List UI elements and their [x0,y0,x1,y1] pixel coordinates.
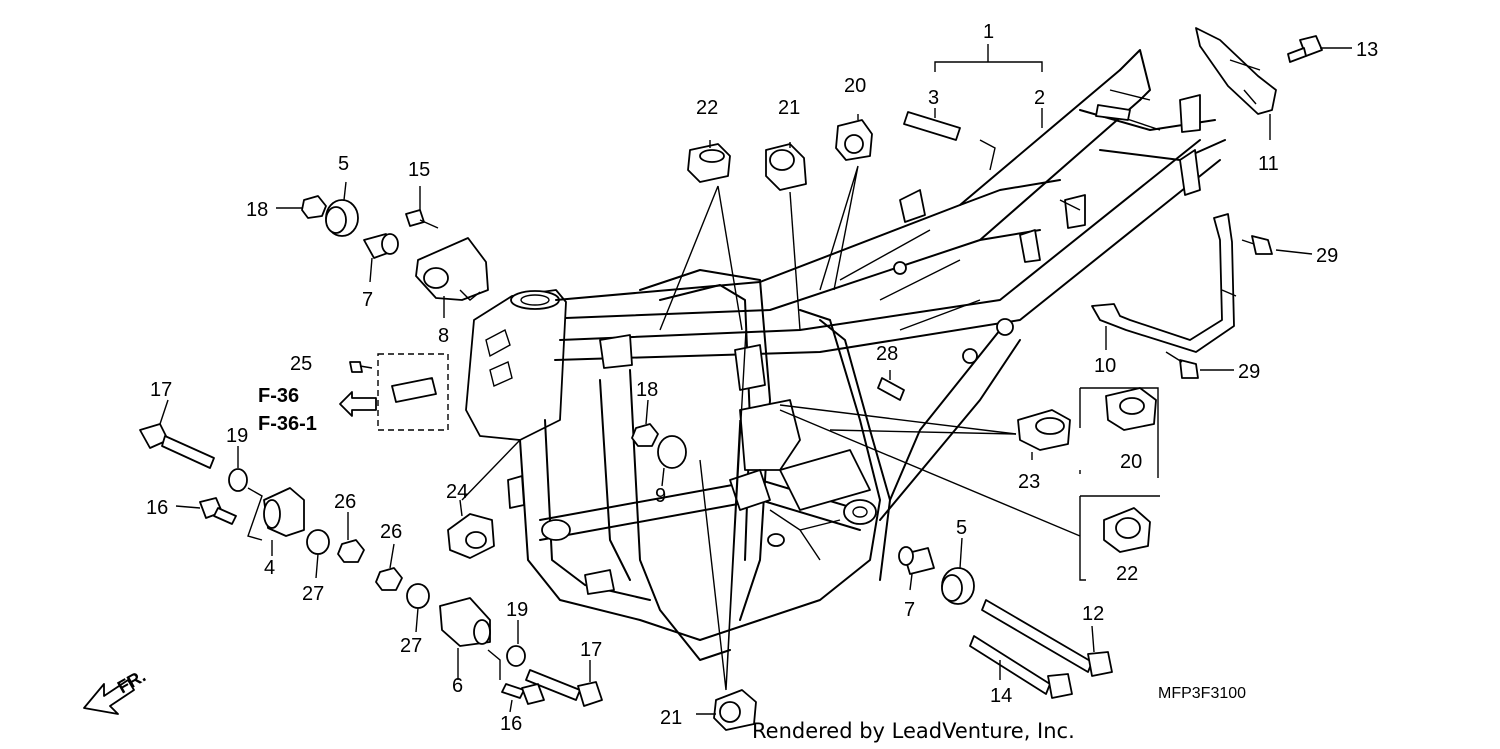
part-stay-10 [1091,213,1237,353]
part-clamp-22-top [687,143,731,183]
callout-5-right: 5 [956,517,967,539]
callout-6: 6 [452,675,463,697]
callout-2: 2 [1034,87,1045,109]
render-credit: Rendered by LeadVenture, Inc. [752,719,1075,743]
part-washer-19-left [228,468,248,492]
callout-20-right: 20 [1120,451,1142,473]
callout-5-left: 5 [338,153,349,175]
callout-21-top: 21 [778,97,800,119]
part-bolt-16-lower [501,683,545,705]
callout-1: 1 [983,21,994,43]
part-collar-7-right [898,546,935,575]
part-clamp-22-right [1103,507,1151,553]
callout-25: 25 [290,353,312,375]
callout-28: 28 [876,343,898,365]
frame-body [465,49,1226,661]
callout-27-lower: 27 [400,635,422,657]
callout-17-lower: 17 [580,639,602,661]
part-bracket-11 [1195,27,1277,115]
ref-page-f36[interactable]: F-36 [258,385,299,407]
callout-24: 24 [446,481,468,503]
part-bolt-17-left [139,423,215,469]
callout-18-center: 18 [636,379,658,401]
part-bracket-6 [439,597,501,680]
callout-13: 13 [1356,39,1378,61]
callout-27-left: 27 [302,583,324,605]
part-pin-28 [877,377,905,401]
part-bolt-15 [405,209,439,229]
callout-23: 23 [1018,471,1040,493]
callout-15: 15 [408,159,430,181]
callout-labels: 1 2 3 4 5 5 6 7 7 8 9 10 11 12 13 14 15 … [146,21,1378,735]
part-bolt-13 [1287,35,1323,63]
part-bolt-17-lower [525,669,603,707]
part-clamp-23 [1017,409,1071,451]
leader-lines [159,44,1352,715]
part-nut-27-left [306,529,330,555]
part-rubber-5-left [325,199,359,237]
callout-22-right: 22 [1116,563,1138,585]
callout-11: 11 [1258,153,1279,175]
callout-17-left: 17 [150,379,172,401]
part-plate-inset [339,353,449,431]
callout-29-bottom: 29 [1238,361,1260,383]
part-bolt-29-top [1241,235,1273,255]
callout-16-lower: 16 [500,713,522,735]
part-washer-19-lower [506,645,526,667]
callout-3: 3 [928,87,939,109]
callout-20-top: 20 [844,75,866,97]
part-clamp-20-right [1105,387,1157,431]
callout-29-top: 29 [1316,245,1338,267]
callout-21-bottom: 21 [660,707,682,729]
part-rubber-9 [657,435,687,469]
part-nut-18-center [631,423,659,447]
part-bracket-8 [415,237,489,301]
callout-14: 14 [990,685,1012,707]
part-bolt-12 [981,599,1113,677]
callout-22-top: 22 [696,97,718,119]
ref-page-f36-1[interactable]: F-36-1 [258,413,317,435]
callout-26-left: 26 [334,491,356,513]
part-nut-27-lower [406,583,430,609]
part-nut-26-left [337,539,365,563]
callout-7-right: 7 [904,599,915,621]
part-clamp-21-top [765,143,807,191]
callout-16-left: 16 [146,497,168,519]
callout-18-left: 18 [246,199,268,221]
callout-12: 12 [1082,603,1104,625]
part-clamp-21-bottom [713,689,757,731]
part-bracket-4 [247,487,305,541]
callout-7-left: 7 [362,289,373,311]
part-nut-18-left [301,195,327,219]
callout-4: 4 [264,557,275,579]
callout-19-lower: 19 [506,599,528,621]
diagram-code: MFP3F3100 [1158,685,1246,702]
part-collar-7-left [363,233,399,259]
part-bolt-14 [969,635,1073,699]
callout-19-left: 19 [226,425,248,447]
part-rubber-5-right [941,567,975,605]
callout-26-lower: 26 [380,521,402,543]
part-bolt-29-bottom [1165,351,1199,379]
part-bolt-16-left [199,497,237,525]
callout-8: 8 [438,325,449,347]
part-clamp-24 [447,513,495,559]
part-clamp-20-top [835,119,873,161]
callout-10: 10 [1094,355,1116,377]
front-arrow: FR. [83,666,149,715]
part-nut-26-lower [375,567,403,591]
callout-9: 9 [655,485,666,507]
part-tube-3 [903,111,961,141]
